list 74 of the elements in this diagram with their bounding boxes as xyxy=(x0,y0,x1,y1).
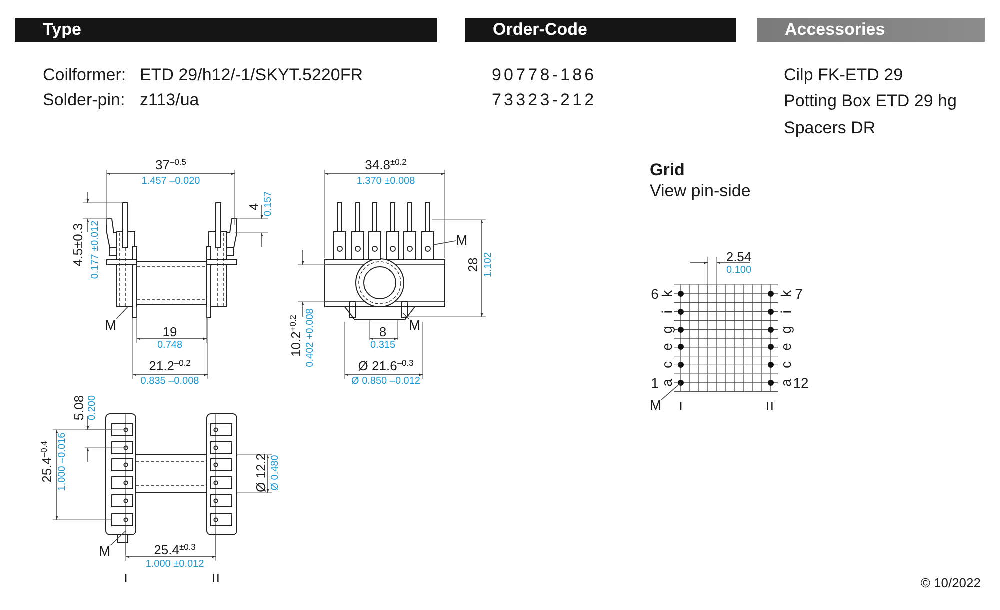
dimension-value-inch: 1.000 –0.016 xyxy=(58,432,68,492)
copyright-note: © 10/2022 xyxy=(920,576,981,590)
row-letter: g xyxy=(660,326,674,334)
row-letter: g xyxy=(779,326,793,334)
field-label: Coilformer: xyxy=(43,66,126,84)
row-letter: k xyxy=(779,290,793,298)
row-marker: II xyxy=(212,572,220,584)
dimension-value-inch: 1.370 ±0.008 xyxy=(356,177,416,187)
row-marker: II xyxy=(766,400,774,412)
section-title: Grid xyxy=(650,162,685,178)
field-label: Solder-pin: xyxy=(43,92,126,108)
pin-number: 12 xyxy=(793,376,809,390)
row-letter: k xyxy=(660,290,674,298)
row-marker: I xyxy=(124,572,128,584)
dimension-value: 2.54 xyxy=(726,250,752,264)
accessory-name: Potting Box ETD 29 hg xyxy=(784,92,957,110)
accessory-name: Spacers DR xyxy=(784,120,876,136)
callout-letter: M xyxy=(105,318,117,332)
dimension-value-inch: 1.000 ±0.012 xyxy=(146,560,204,570)
dimension-value-inch: 1.457 –0.020 xyxy=(142,177,200,187)
leader-line xyxy=(661,382,682,400)
dimension-value: 4.5±0.3 xyxy=(72,223,84,267)
row-letter: c xyxy=(660,362,674,368)
leader-line xyxy=(116,306,128,320)
row-letter: i xyxy=(779,310,793,314)
leader-line xyxy=(110,530,126,546)
accessory-name: Cilp FK-ETD 29 xyxy=(784,66,904,84)
row-letter: a xyxy=(779,379,793,387)
dimension-value: 25.4$^{±0.3}$ xyxy=(154,544,196,556)
row-letter: c xyxy=(779,362,793,368)
pin-number: 1 xyxy=(651,376,659,390)
order-code: 73323-212 xyxy=(492,92,597,108)
dimension-value: Ø 21.6$^{–0.3}$ xyxy=(358,360,414,372)
dimension-value-inch: 0.315 xyxy=(370,341,396,351)
dimension-value: 19 xyxy=(162,326,178,338)
dimension-value-inch: Ø 0.480 xyxy=(271,455,281,491)
dimension-value-inch: Ø 0.850 –0.012 xyxy=(352,377,420,387)
header-bar: Type xyxy=(15,18,437,42)
dimension-value: 4 xyxy=(248,203,260,211)
row-letter: e xyxy=(779,343,793,351)
leader-line xyxy=(402,312,410,320)
dimension-value: 5.08 xyxy=(72,395,86,421)
dimension-value-inch: 0.177 ±0.012 xyxy=(91,220,101,280)
header-bar: Accessories xyxy=(757,18,985,42)
order-code: 90778-186 xyxy=(492,66,597,84)
dimension-value: 34.8$^{±0.2}$ xyxy=(365,158,407,172)
dimension-value-inch: 0.748 xyxy=(157,341,183,351)
dimension-value-inch: 0.100 xyxy=(726,266,752,276)
field-value: z113/ua xyxy=(140,92,200,108)
dimension-value: 8 xyxy=(379,326,387,338)
leader-line xyxy=(434,240,456,246)
dimension-value: Ø 12.2 xyxy=(254,453,268,493)
callout-letter: M xyxy=(456,233,468,247)
dimension-value-inch: 0.200 xyxy=(88,395,98,421)
field-value: ETD 29/h12/-1/SKYT.5220FR xyxy=(140,66,364,84)
row-letter: i xyxy=(660,310,674,314)
dimension-value-inch: 0.835 –0.008 xyxy=(140,377,200,387)
section-subtitle: View pin-side xyxy=(650,182,751,200)
row-marker: I xyxy=(678,400,684,412)
dimension-value-inch: 1.102 xyxy=(484,252,494,278)
pin-number: 7 xyxy=(795,287,803,301)
callout-letter: M xyxy=(99,544,111,558)
callout-letter: M xyxy=(409,318,421,332)
dimension-value-inch: 0.402 +0.008 xyxy=(306,308,316,368)
dimension-value: 21.2$^{–0.2}$ xyxy=(149,360,191,372)
pin-number: 6 xyxy=(651,287,659,301)
header-bar: Order-Code xyxy=(465,18,736,42)
dimension-value-inch: 0.157 xyxy=(264,191,274,217)
row-letter: a xyxy=(660,379,674,387)
dimension-value: 37$^{–0.5}$ xyxy=(156,158,186,172)
callout-letter: M xyxy=(650,398,662,412)
dimension-value: 28 xyxy=(466,258,480,272)
pin-terminal xyxy=(422,232,434,260)
row-letter: e xyxy=(660,343,674,351)
